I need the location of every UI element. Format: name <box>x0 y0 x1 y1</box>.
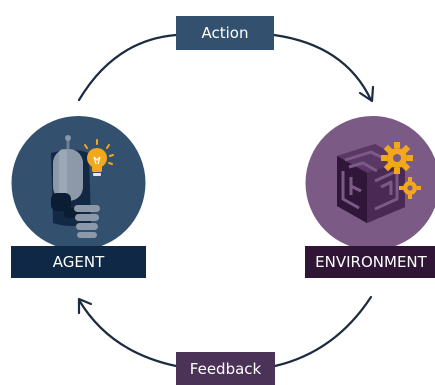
feedback-label-box: Feedback <box>176 352 275 385</box>
arc-agent-to-action <box>77 33 178 102</box>
action-label-box: Action <box>176 16 274 50</box>
arc-feedback-to-agent <box>77 298 178 368</box>
maze-with-gears-icon <box>305 116 435 246</box>
robot-with-lightbulb-icon <box>11 116 146 250</box>
agent-label-box: AGENT <box>11 246 146 278</box>
environment-node <box>305 111 435 246</box>
action-label: Action <box>201 24 249 42</box>
arrowhead-environment <box>358 85 375 103</box>
arrowhead-agent <box>77 297 93 315</box>
gear-icon <box>381 142 413 174</box>
agent-node <box>11 111 146 250</box>
environment-label: ENVIRONMENT <box>315 253 427 271</box>
environment-label-box: ENVIRONMENT <box>305 246 435 278</box>
arc-action-to-environment <box>272 33 373 102</box>
agent-label: AGENT <box>52 253 105 271</box>
feedback-label: Feedback <box>189 359 262 378</box>
lightbulb-icon <box>84 139 114 176</box>
small-gear-icon <box>399 177 421 199</box>
arc-environment-to-feedback <box>273 295 373 368</box>
